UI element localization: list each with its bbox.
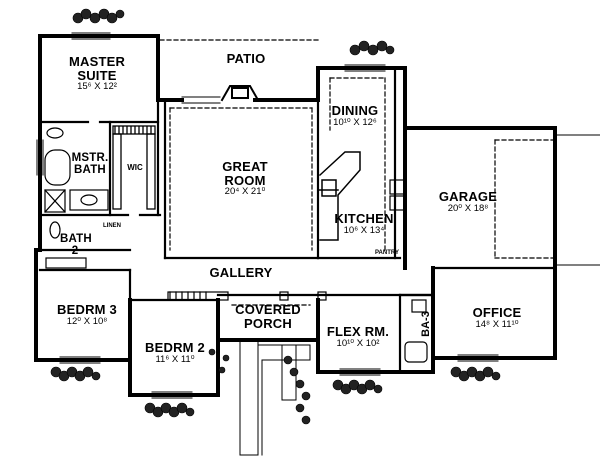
master-suite-label: MASTER SUITE 15⁶ X 12² [62, 55, 132, 92]
garage-name: GARAGE [438, 189, 498, 204]
walkway [239, 339, 311, 456]
gallery-name: GALLERY [209, 265, 273, 280]
landscaping [50, 8, 501, 425]
covered-porch-label: COVERED PORCH [230, 303, 306, 330]
wic-shelving [112, 125, 156, 210]
garage-label: GARAGE 20⁰ X 18⁸ [432, 190, 504, 214]
dining-name: DINING [331, 103, 379, 118]
flex-name: FLEX RM. [326, 324, 390, 339]
bedrm3-label: BEDRM 3 12⁰ X 10⁸ [52, 303, 122, 327]
kitchen-dims: 10⁶ X 13⁴ [343, 224, 385, 236]
wic-name: WIC [127, 163, 143, 172]
kitchen-counter [317, 151, 361, 241]
bath-fixtures [44, 127, 428, 363]
bath2-name-2: 2 [71, 245, 79, 258]
fireplace [220, 85, 260, 102]
dashed-lines [159, 39, 556, 306]
flex-label: FLEX RM. 10¹⁰ X 10² [320, 325, 396, 349]
interior-walls [38, 66, 557, 374]
great-room-name-1: GREAT [222, 159, 268, 174]
patio-label: PATIO [222, 52, 270, 66]
office-dims: 14⁸ X 11¹⁰ [475, 318, 519, 330]
ba3-label: BA-3 [419, 311, 432, 337]
dining-dims: 10¹⁰ X 12⁶ [333, 116, 377, 128]
bedrm3-name: BEDRM 3 [57, 302, 117, 317]
bath2-name-1: BATH [60, 233, 92, 245]
great-room-dims: 20⁴ X 21⁰ [224, 186, 266, 198]
flex-dims: 10¹⁰ X 10² [336, 337, 380, 349]
kitchen-name: KITCHEN [334, 211, 394, 226]
bath2-label: BATH 2 [60, 233, 92, 258]
mstr-bath-name-1: MSTR. [71, 152, 109, 164]
garage-appliances [389, 179, 405, 211]
office-label: OFFICE 14⁸ X 11¹⁰ [462, 306, 532, 330]
master-name-2: SUITE [77, 67, 117, 83]
pantry-label: PANTRY [375, 250, 399, 256]
bedrm2-dims: 11⁶ X 11⁰ [155, 353, 195, 365]
great-room-name-2: ROOM [224, 172, 266, 188]
dining-label: DINING 10¹⁰ X 12⁶ [326, 104, 384, 128]
patio-name: PATIO [226, 51, 266, 66]
garage-dims: 20⁰ X 18⁸ [447, 202, 489, 214]
covered-porch-name-2: PORCH [244, 315, 292, 331]
master-name-1: MASTER [68, 54, 126, 69]
gallery-label: GALLERY [208, 266, 274, 280]
driveway-lines [554, 134, 600, 266]
mstr-bath-name-2: BATH [74, 164, 106, 177]
linen-label: LINEN [103, 223, 121, 229]
windows [36, 32, 499, 399]
master-dims: 15⁶ X 12² [77, 81, 117, 93]
exterior-walls [34, 34, 557, 397]
great-room-label: GREAT ROOM 20⁴ X 21⁰ [210, 160, 280, 197]
bedrm2-label: BEDRM 2 11⁶ X 11⁰ [140, 341, 210, 365]
bedrm3-dims: 12⁰ X 10⁸ [66, 315, 108, 327]
wic-label: WIC [124, 163, 146, 172]
office-name: OFFICE [472, 305, 522, 320]
kitchen-label: KITCHEN 10⁶ X 13⁴ [334, 212, 394, 236]
covered-porch-name-1: COVERED [235, 302, 301, 317]
bedrm2-name: BEDRM 2 [145, 340, 205, 355]
mstr-bath-label: MSTR. BATH [68, 152, 112, 176]
porch-details [167, 291, 327, 301]
